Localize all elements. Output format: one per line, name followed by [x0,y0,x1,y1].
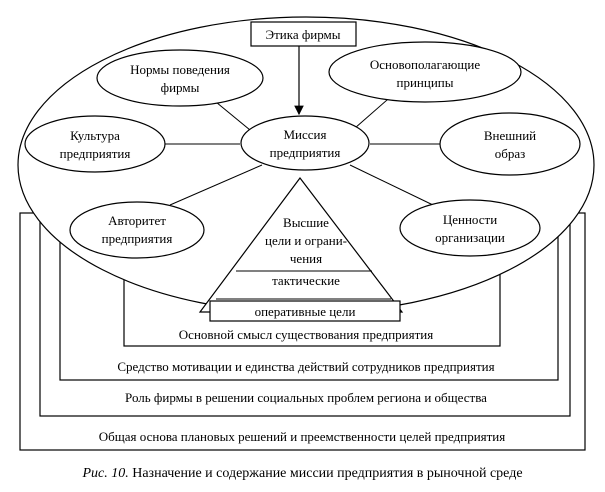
node-authority [69,201,205,259]
frame-3-label: Роль фирмы в решении социальных проблем … [125,390,487,405]
node-values-label-1: Ценности [443,212,497,227]
node-image [439,112,581,176]
pyramid-top-label-3: чения [290,251,322,266]
frame-4-label: Общая основа плановых решений и преемств… [99,429,506,444]
spoke-values [349,164,434,206]
pyramid-operational-label: оперативные цели [255,304,356,319]
figure-caption-text: Назначение и содержание миссии предприят… [132,466,523,481]
node-culture-label-2: предприятия [60,146,131,161]
pyramid-top-label-2: цели и ограни- [265,233,347,248]
center-label-1: Миссия [284,127,327,142]
operational-box [209,300,401,322]
center-label-2: предприятия [270,145,341,160]
node-values-label-2: организации [435,230,505,245]
frame-2-label: Средство мотивации и единства действий с… [117,359,494,374]
node-norms [96,49,264,107]
pyramid-tactical-label: тактические [272,273,340,288]
spoke-authority [169,164,263,206]
center-ellipse [240,115,370,171]
node-image-label-2: образ [495,146,526,161]
node-principles-label-1: Основополагающие [370,57,480,72]
node-principles [328,41,522,103]
node-values [399,199,541,257]
node-norms-label-1: Нормы поведения [130,62,230,77]
node-image-label-1: Внешний [484,128,536,143]
pyramid-top-label-1: Высшие [283,215,329,230]
frame-1-label: Основной смысл существования предприятия [179,327,433,342]
title-box [250,21,357,47]
node-authority-label-1: Авторитет [108,213,166,228]
title-box-label: Этика фирмы [265,27,340,42]
node-culture [24,115,166,173]
figure-number: Рис. 10. [82,466,129,481]
node-culture-label-1: Культура [70,128,120,143]
node-norms-label-2: фирмы [161,80,200,95]
figure-caption: Рис. 10. Назначение и содержание миссии … [0,466,605,482]
node-authority-label-2: предприятия [102,231,173,246]
node-principles-label-2: принципы [397,75,454,90]
